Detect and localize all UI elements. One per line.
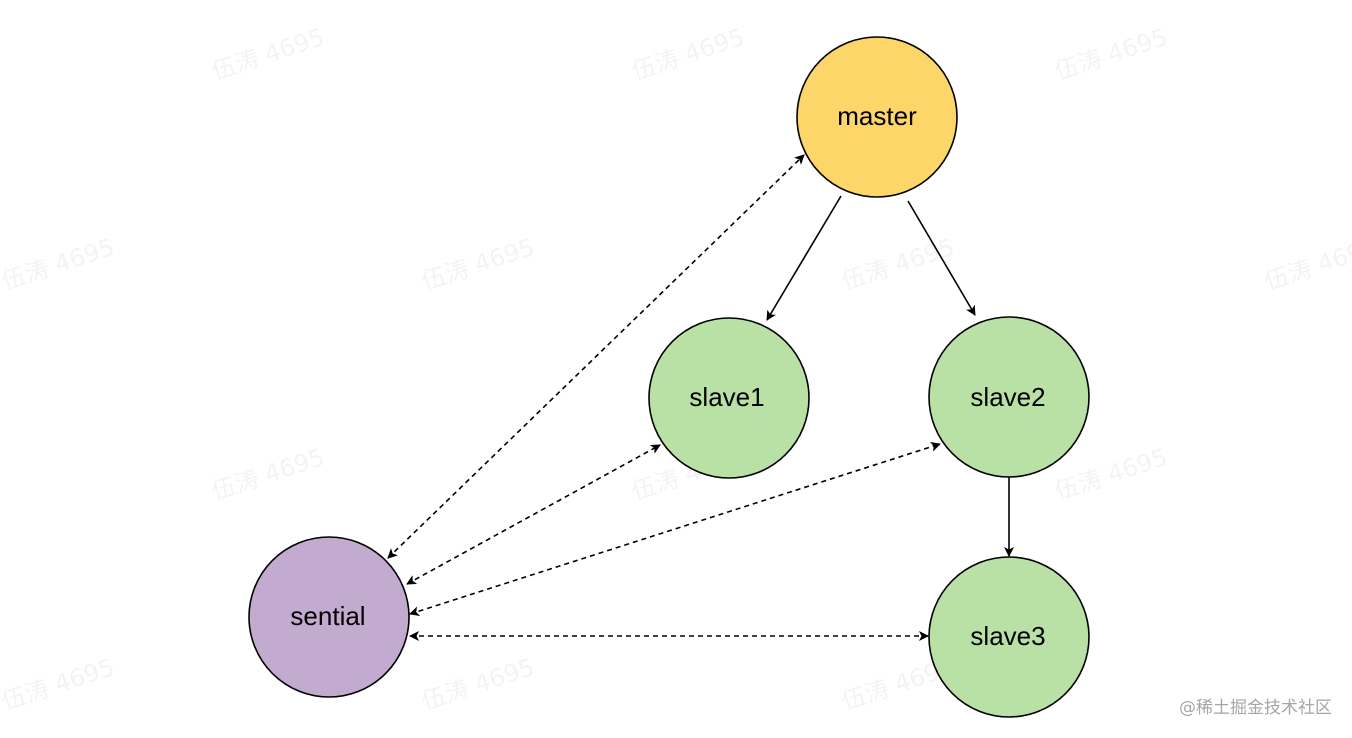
watermark: 伍涛 4695 <box>0 233 118 296</box>
edge-sentinel-slave2 <box>409 441 941 617</box>
watermark: 伍涛 4695 <box>1051 23 1171 86</box>
edge-layer <box>387 154 1014 641</box>
node-slave1-circle <box>648 317 810 479</box>
watermark: 伍涛 4695 <box>208 443 328 506</box>
edge-master-slave2 <box>907 200 976 316</box>
source-credit: @稀土掘金技术社区 <box>1179 698 1332 718</box>
watermark: 伍涛 4695 <box>628 23 748 86</box>
edge-sentinel-master <box>387 154 805 559</box>
node-sentinel-circle <box>248 536 410 698</box>
node-slave2-label: slave2 <box>970 382 1045 412</box>
watermark: 伍涛 4695 <box>418 233 538 296</box>
watermark: 伍涛 4695 <box>1051 443 1171 506</box>
node-master-circle <box>796 36 958 198</box>
node-slave2-circle <box>928 316 1090 478</box>
watermark: 伍涛 4695 <box>208 23 328 86</box>
node-master-label: master <box>837 101 917 131</box>
edge-master-slave1 <box>766 195 842 321</box>
watermark: 伍涛 4695 <box>0 653 118 716</box>
node-slave3-label: slave3 <box>970 621 1045 651</box>
node-sentinel: sential <box>248 536 410 698</box>
watermark: 伍涛 4695 <box>838 233 958 296</box>
node-slave3-circle <box>928 556 1090 718</box>
node-sentinel-label: sential <box>290 601 365 631</box>
watermark: 伍涛 4695 <box>1261 233 1352 296</box>
node-master: master <box>796 36 958 198</box>
node-slave3: slave3 <box>928 556 1090 718</box>
watermark: 伍涛 4695 <box>418 653 538 716</box>
node-slave1-label: slave1 <box>689 382 764 412</box>
node-layer: master slave1 slave2 slave3 sential <box>248 36 1090 718</box>
node-slave2: slave2 <box>928 316 1090 478</box>
edge-sentinel-slave1 <box>406 444 661 585</box>
node-slave1: slave1 <box>648 317 810 479</box>
